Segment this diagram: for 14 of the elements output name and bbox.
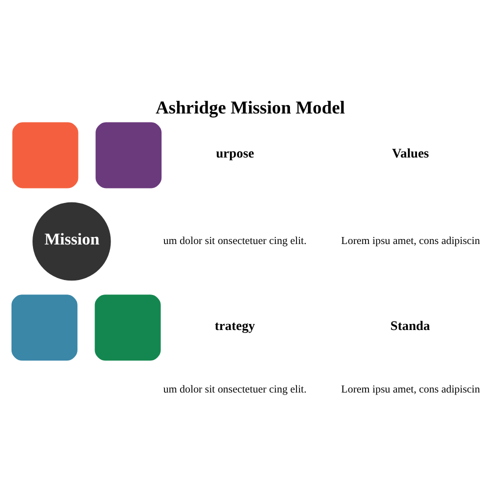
- label: urpose: [216, 145, 254, 160]
- node-box: [11, 294, 78, 360]
- label: Lorem ipsu amet, cons adipiscin: [341, 234, 480, 247]
- node-circle: Mission: [32, 202, 111, 280]
- diagram-title: Ashridge Mission Model: [156, 96, 345, 117]
- label: Lorem ipsu amet, cons adipiscin: [341, 383, 480, 396]
- label: Standa: [390, 317, 430, 332]
- label: Values: [392, 145, 429, 160]
- label: um dolor sit onsectetuer cing elit.: [163, 383, 307, 396]
- label: um dolor sit onsectetuer cing elit.: [163, 234, 307, 247]
- node-box: [94, 294, 161, 360]
- node-box: [12, 122, 78, 188]
- node-box: [96, 122, 162, 188]
- label: trategy: [214, 317, 256, 332]
